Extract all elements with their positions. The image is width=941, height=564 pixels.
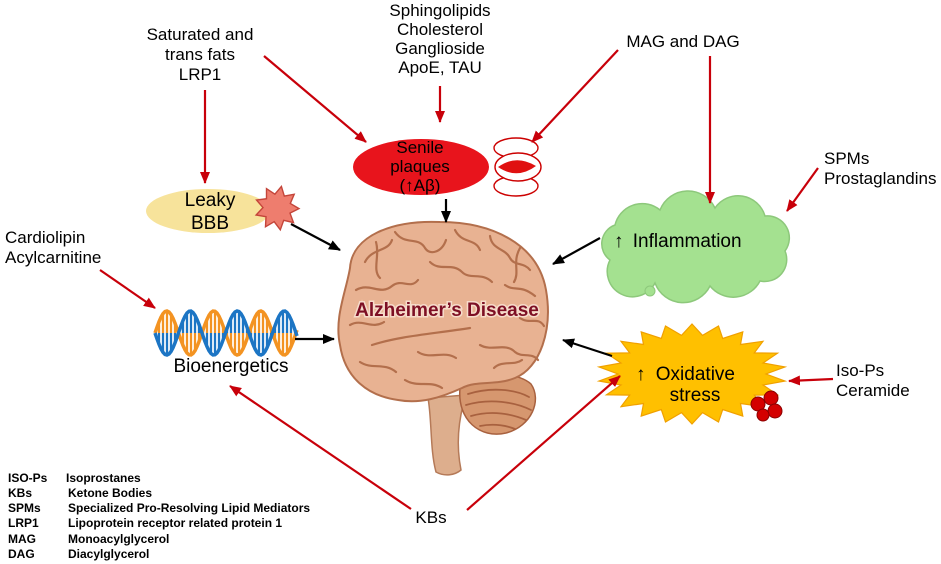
senile-plaques-node: Senile plaques (↑Aβ) [353, 137, 542, 197]
factor-sphingolipids: Sphingolipids Cholesterol Ganglioside Ap… [389, 1, 490, 77]
arrow-inflammation-to-brain [552, 237, 601, 265]
factor-line: LRP1 [179, 65, 222, 84]
dna-helix-icon [153, 309, 299, 357]
legend-full: Ketone Bodies [68, 486, 152, 500]
legend-abbr: DAG [8, 547, 35, 561]
arrow-magdag-to-plaques [531, 49, 619, 143]
legend-full: Specialized Pro-Resolving Lipid Mediator… [68, 501, 310, 515]
cloud-bubble [644, 285, 656, 297]
bioenergetics-label: Bioenergetics [173, 356, 288, 377]
bioenergetics-node: Bioenergetics [153, 309, 299, 377]
increase-arrow-icon: ↑ [636, 364, 646, 385]
factor-line: Cardiolipin [5, 228, 85, 247]
factor-line: Ceramide [836, 381, 910, 400]
inflammation-node: ↑ Inflammation [601, 190, 791, 304]
brainstem [427, 394, 468, 476]
legend-abbr: MAG [8, 532, 36, 546]
factor-line: Acylcarnitine [5, 248, 101, 267]
dna-strand-b [153, 309, 299, 357]
cerebrum [337, 220, 549, 403]
red-particles-icon [750, 390, 783, 422]
increase-arrow-icon: ↑ [614, 231, 624, 252]
factor-line: Saturated and [147, 25, 254, 44]
factor-line: Cholesterol [397, 20, 483, 39]
factor-arrows [99, 49, 834, 511]
factor-spms: SPMs Prostaglandins [824, 149, 936, 188]
senile-plaques-line-3: (↑Aβ) [400, 176, 441, 195]
inflammation-text: Inflammation [633, 231, 742, 252]
brain-gyri [348, 228, 546, 390]
leaky-bbb-ellipse [146, 189, 270, 233]
brain-icon [337, 220, 549, 476]
arrow-bbb-to-brain [290, 223, 341, 251]
legend-abbr: SPMs [8, 501, 41, 515]
factor-line: Iso-Ps [836, 361, 884, 380]
arrow-kbs-to-bioenergetics [229, 385, 412, 510]
factor-line: Prostaglandins [824, 169, 936, 188]
senile-plaques-ellipse [353, 139, 489, 195]
leaky-bbb-line-1: Leaky [185, 190, 236, 211]
factor-mag-dag: MAG and DAG [626, 32, 739, 51]
effect-arrows [290, 199, 613, 358]
oxidative-stress-node: ↑ Oxidative stress [596, 323, 788, 425]
factor-line: Sphingolipids [389, 1, 490, 20]
legend-full: Monoacylglycerol [68, 532, 169, 546]
arrow-isops-to-oxidative [788, 375, 834, 386]
senile-plaques-line-2: plaques [390, 157, 450, 176]
cerebellum-folds [465, 388, 532, 430]
factor-line: Ganglioside [395, 39, 485, 58]
factor-iso-ps: Iso-Ps Ceramide [836, 361, 910, 400]
legend-abbr: KBs [8, 486, 32, 500]
factor-kbs: KBs [415, 508, 446, 527]
leaky-bbb-node: Leaky BBB [146, 184, 301, 234]
legend-full: Isoprostanes [66, 471, 141, 485]
arrow-oxidative-to-brain [562, 338, 613, 358]
senile-plaques-line-1: Senile [396, 138, 443, 157]
factor-line: ApoE, TAU [398, 58, 481, 77]
damaged-cell-icon [254, 184, 301, 232]
factor-line: SPMs [824, 149, 869, 168]
arrow-kbs-to-oxidative [466, 375, 621, 511]
legend-full: Lipoprotein receptor related protein 1 [68, 516, 282, 530]
factor-saturated-fats: Saturated and trans fats LRP1 [147, 25, 254, 84]
arrow-cardiolipin-to-bioenergetics [99, 269, 156, 309]
inflammation-cloud [601, 190, 791, 304]
factor-line: trans fats [165, 45, 235, 64]
inflammation-label: ↑ Inflammation [614, 231, 742, 252]
oxidative-stress-starburst [596, 323, 788, 425]
oxidative-stress-line-2: stress [670, 385, 721, 406]
leaky-bbb-line-2: BBB [191, 213, 229, 234]
factor-cardiolipin: Cardiolipin Acylcarnitine [5, 228, 101, 267]
amyloid-plaque-icon [493, 137, 542, 197]
legend-full: Diacylglycerol [68, 547, 149, 561]
legend-abbr: LRP1 [8, 516, 39, 530]
abbreviation-legend: ISO-Ps Isoprostanes KBs Ketone Bodies SP… [8, 471, 310, 561]
arrow-fats-to-plaques [263, 55, 367, 143]
oxidative-text: Oxidative [656, 364, 735, 385]
center-label-alzheimers: Alzheimer’s Disease [355, 300, 539, 321]
arrow-spms-to-inflammation [786, 167, 819, 212]
oxidative-stress-line-1: ↑ Oxidative [636, 364, 735, 385]
legend-abbr: ISO-Ps [8, 471, 48, 485]
